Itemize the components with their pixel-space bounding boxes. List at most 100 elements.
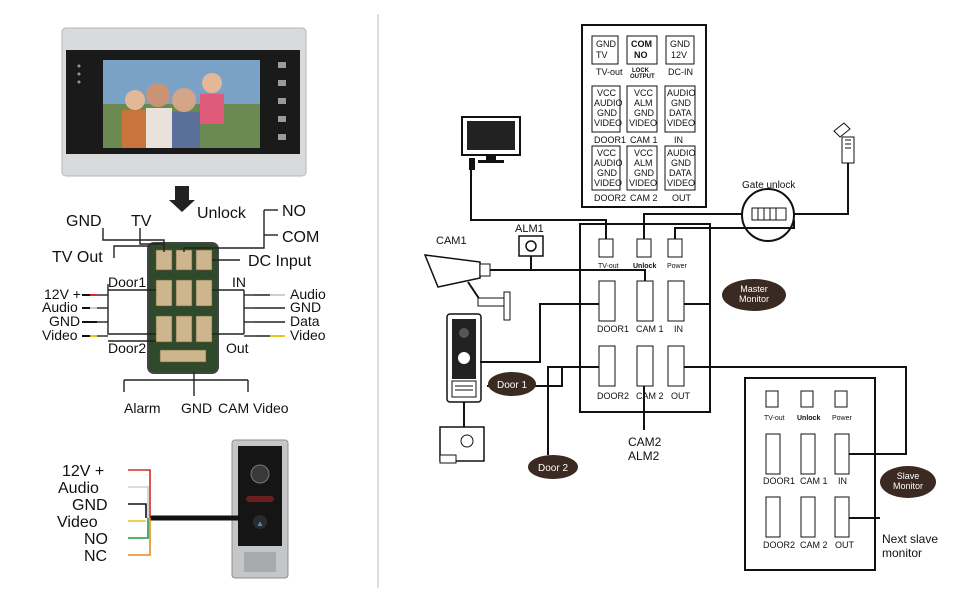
ds-wire-nc: NC [84,548,107,565]
label-tv-out: TV Out [52,249,103,266]
caption-in: IN [674,135,683,145]
slave-conn-cam1: CAM 1 [800,476,828,486]
master-conn-cam2: CAM 2 [636,391,664,401]
pin-lock-no: NO [634,50,648,60]
left-pin-gnd: GND [49,313,80,329]
pin-tvout-gnd: GND [596,39,617,49]
master-conn-in: IN [674,324,683,334]
caption-dc-in: DC-IN [668,67,693,77]
slave-monitor-badge: Slave Monitor [880,466,936,498]
label-unlock: Unlock [197,205,247,222]
label-cam1: CAM1 [436,235,467,247]
pin-dcin-gnd: GND [670,39,691,49]
master-conn-door2: DOOR2 [597,391,629,401]
pin-door2-video: VIDEO [594,178,622,188]
slave-conn-door2: DOOR2 [763,540,795,550]
tv-monitor-icon [461,116,521,170]
door2-badge: Door 2 [528,455,578,479]
label-next-slave-2: monitor [882,546,922,560]
label-door2: Door2 [108,340,146,356]
pin-table: GND TV COM NO GND 12V TV-out LOCK OUTPUT… [581,24,707,208]
caption-lock-output-2: OUTPUT [630,74,655,80]
label-cam-video: CAM Video [218,400,289,416]
svg-text:Slave: Slave [897,471,920,481]
label-dc-input: DC Input [248,253,312,270]
label-gnd-top: GND [66,213,102,230]
ds-wire-video: Video [57,514,98,531]
pin-cam1-video: VIDEO [629,118,657,128]
right-pin-audio: Audio [290,286,326,302]
master-conn-out: OUT [671,391,691,401]
slave-conn-tvout: TV-out [764,415,785,422]
pin-cam1-gnd: GND [634,108,655,118]
master-conn-tvout: TV-out [598,263,619,270]
pin-out-data: DATA [669,168,692,178]
pin-door1-gnd: GND [597,108,618,118]
svg-text:▲: ▲ [256,519,264,528]
label-gate-unlock: Gate unlock [742,180,796,191]
label-alarm: Alarm [124,400,161,416]
pin-in-audio: AUDIO [667,88,696,98]
slave-conn-door1: DOOR1 [763,476,795,486]
left-pin-video: Video [42,327,78,343]
label-out: Out [226,340,249,356]
slave-conn-power: Power [832,415,853,422]
slave-conn-in: IN [838,476,847,486]
caption-tv-out: TV-out [596,67,623,77]
gate-unlock-icon [741,188,795,242]
pcb-wiring: GND TV TV Out Unlock NO COM DC Input Doo… [42,203,326,416]
slave-monitor: TV-out Unlock Power DOOR1 CAM 1 IN DOOR2… [744,377,876,571]
pin-out-video: VIDEO [667,178,695,188]
pin-cam1-alm: ALM [634,98,653,108]
master-monitor-badge: Master Monitor [722,279,786,311]
pin-dcin-12v: 12V [671,50,687,60]
label-com: COM [282,229,319,246]
caption-cam1: CAM 1 [630,135,658,145]
label-in: IN [232,274,246,290]
pin-in-gnd: GND [671,98,692,108]
power-plug-icon [833,122,855,164]
alarm-sensor-icon [518,235,544,257]
pin-cam2-alm: ALM [634,158,653,168]
pin-lock-com: COM [631,39,652,49]
label-next-slave-1: Next slave [882,532,938,546]
slave-conn-unlock: Unlock [797,415,820,422]
ds-wire-audio: Audio [58,480,99,497]
monitor-image [61,27,307,177]
pin-door1-vcc: VCC [597,88,617,98]
pin-door1-video: VIDEO [594,118,622,128]
master-conn-unlock: Unlock [633,263,656,270]
pin-door2-audio: AUDIO [594,158,623,168]
master-conn-door1: DOOR1 [597,324,629,334]
caption-cam2: CAM 2 [630,193,658,203]
slave-conn-cam2: CAM 2 [800,540,828,550]
pin-cam2-gnd: GND [634,168,655,178]
pin-door2-gnd: GND [597,168,618,178]
pin-cam1-vcc: VCC [634,88,654,98]
ds-wire-gnd: GND [72,497,108,514]
pin-out-audio: AUDIO [667,148,696,158]
label-tv: TV [131,213,152,230]
label-door1: Door1 [108,274,146,290]
label-no: NO [282,203,306,220]
label-cam2: CAM2 [628,435,662,449]
caption-lock-output: LOCK [632,68,650,74]
electric-lock-icon [439,426,485,464]
svg-text:Monitor: Monitor [739,294,769,304]
left-pin-audio: Audio [42,299,78,315]
pin-in-video: VIDEO [667,118,695,128]
cctv-camera-icon [423,254,511,321]
door-station-icon [446,313,482,403]
pin-cam2-vcc: VCC [634,148,654,158]
right-pin-data: Data [290,313,320,329]
down-arrow-icon [169,186,195,212]
master-conn-power: Power [667,263,688,270]
pin-door1-audio: AUDIO [594,98,623,108]
pin-door2-vcc: VCC [597,148,617,158]
left-pin-12v: 12V + [44,286,81,302]
pin-in-data: DATA [669,108,692,118]
right-pin-video: Video [290,327,326,343]
svg-text:Master: Master [740,284,768,294]
door1-badge: Door 1 [488,372,536,396]
